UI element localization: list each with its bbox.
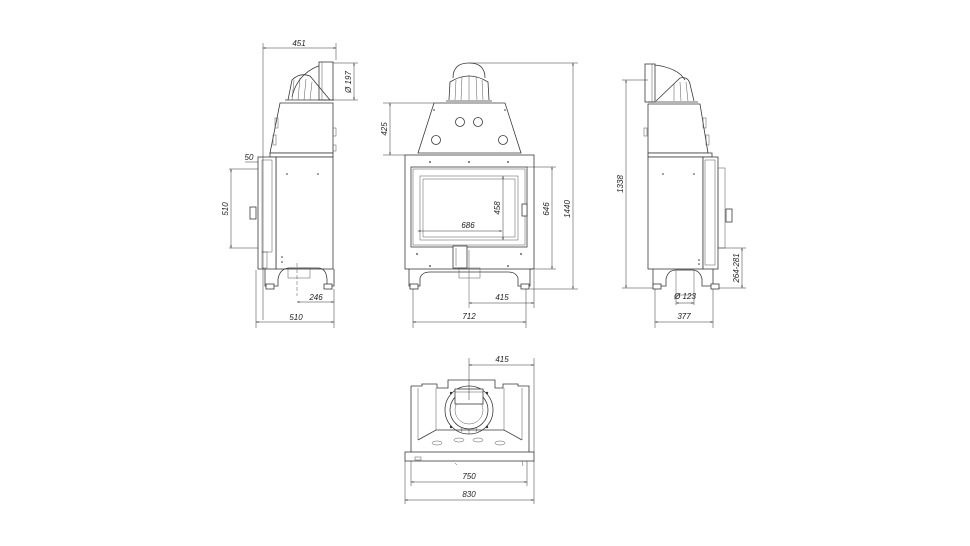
dim-door-height: 510 — [221, 202, 230, 216]
dim-glass-width: 686 — [461, 221, 475, 230]
hood — [269, 102, 334, 154]
dim-total-height: 1440 — [563, 200, 572, 218]
dim-glass-height: 458 — [493, 201, 502, 215]
firebox-body — [647, 156, 704, 270]
hood — [417, 102, 522, 154]
dim-hood-height: 425 — [380, 122, 389, 136]
dim-door-height: 646 — [542, 202, 551, 216]
dim-base-depth: 377 — [677, 312, 691, 321]
dim-top-depth: 451 — [292, 39, 305, 48]
flue-elbow — [644, 63, 698, 103]
dim-flue-height: 1338 — [616, 175, 625, 193]
right-side-view: 1338 264-281 Ø 123 377 — [616, 63, 746, 328]
door-handle — [725, 208, 733, 223]
front-view: 425 686 458 646 1440 415 712 — [380, 62, 578, 328]
firebox-body — [275, 156, 334, 270]
flue-dome — [446, 62, 492, 102]
dim-door-offset: 50 — [245, 153, 254, 162]
dim-outlet-offset: 415 — [495, 293, 509, 302]
door-handle — [249, 206, 257, 220]
dim-flue-offset: 415 — [495, 355, 509, 364]
top-view: 415 750 830 — [404, 355, 535, 504]
front-panel — [404, 154, 535, 270]
dim-inlet-diameter: Ø 123 — [673, 292, 696, 301]
dim-base-depth: 510 — [289, 313, 303, 322]
door-handle — [521, 203, 528, 217]
dim-flue-diameter: Ø 197 — [344, 71, 353, 94]
dim-outlet-offset: 246 — [308, 293, 323, 302]
door-profile — [257, 156, 277, 270]
left-side-view: 451 Ø 197 50 510 246 510 — [221, 39, 358, 328]
dim-outer-width: 830 — [462, 490, 476, 499]
dim-inner-width: 750 — [462, 472, 476, 481]
glass-pane — [419, 175, 519, 241]
flue-elbow — [285, 61, 334, 101]
air-control — [452, 245, 468, 269]
dim-base-width: 712 — [462, 312, 476, 321]
hood — [647, 103, 709, 154]
dim-inlet-height: 264-281 — [732, 253, 741, 283]
front-plate — [404, 451, 535, 462]
